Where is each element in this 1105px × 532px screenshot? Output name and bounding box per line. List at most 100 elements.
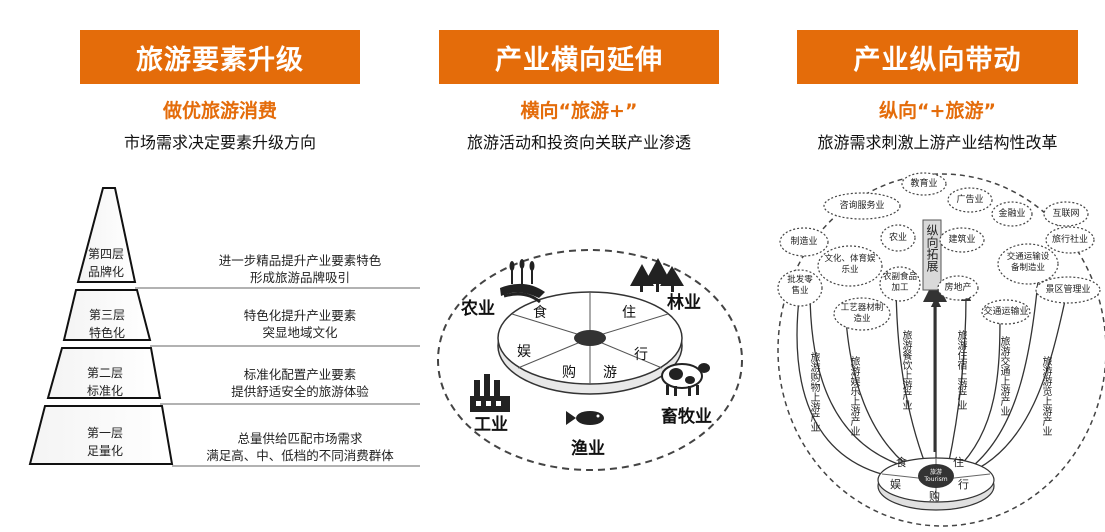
cloud-construction: [939, 227, 985, 253]
wheel-segment-stay: 住: [622, 305, 636, 321]
forest-icon: [630, 258, 684, 292]
cloud-label-agriculture: 农业: [888, 233, 907, 243]
cloud-label-advertising: 广告业: [956, 195, 984, 205]
tree-branch: [794, 284, 915, 481]
industry-agriculture: 农业: [461, 299, 495, 319]
branch-label-entertainment: 旅游娱乐上游产业: [848, 356, 859, 436]
cloud-scenic-management: [1035, 276, 1101, 304]
banner-horizontal-extension: 产业横向延伸: [439, 30, 719, 84]
pyramid-level-1-desc: 总量供给匹配市场需求满足高、中、低档的不同消费群体: [206, 431, 394, 463]
tree-trunk-label-box: [922, 219, 942, 291]
root-label-shop: 购: [929, 490, 940, 503]
cloud-label-culture-sports: 文化、体育娱乐业: [824, 254, 876, 275]
cloud-retail: [777, 269, 823, 307]
cloud-education: [901, 172, 947, 196]
cloud-label-transport: 交通运输业: [983, 307, 1029, 317]
industry-manufacturing: 工业: [474, 415, 508, 435]
cloud-food-processing: [879, 266, 921, 302]
industry-forestry: 林业: [667, 293, 701, 313]
industry-wheel-diagram: [437, 249, 743, 471]
tree-branch: [955, 310, 1006, 471]
tree-trunk-label: 纵向拓展: [925, 224, 939, 272]
tree-outer-ellipse: [777, 173, 1105, 527]
cloud-label-food-processing: 农副食品加工: [882, 272, 917, 293]
cloud-label-retail: 批发零售业: [787, 275, 813, 296]
cloud-internet: [1043, 201, 1089, 227]
outer-dashed-ellipse: [437, 249, 743, 471]
cloud-label-real-estate: 房地产: [944, 283, 972, 293]
wheel-segment-eat: 食: [533, 305, 547, 321]
industry-fishery: 渔业: [571, 439, 605, 459]
cloud-travel-agency: [1045, 226, 1095, 254]
description-upstream-reform: 旅游需求刺激上游产业结构性改革: [817, 133, 1058, 152]
branch-label-shopping: 旅游购物上游产业: [808, 352, 819, 432]
branch-label-transportation: 旅游交通上游产业: [998, 336, 1009, 416]
cow-icon: [661, 363, 710, 396]
subtitle-horizontal-plus: 横向“旅游+”: [520, 100, 638, 122]
cloud-label-travel-agency: 旅行社业: [1051, 235, 1088, 245]
cloud-manufacturing: [779, 227, 829, 257]
cloud-label-transport-equipment: 交通运输设备制造业: [1006, 252, 1050, 273]
tree-branch: [967, 254, 1045, 471]
branch-label-catering: 旅游餐饮上游产业: [900, 330, 911, 410]
pyramid-tier-1: [28, 405, 174, 465]
tree-branch: [963, 290, 1070, 476]
banner-vertical-driving: 产业纵向带动: [797, 30, 1078, 84]
description-market-demand: 市场需求决定要素升级方向: [123, 133, 316, 152]
banner-tourism-upgrade: 旅游要素升级: [80, 30, 360, 84]
pyramid-level-3-label: 第三层特色化: [88, 308, 125, 340]
root-label-entertain: 娱: [890, 478, 901, 491]
wheel-segment-travel: 行: [634, 347, 648, 363]
cloud-transport: [981, 299, 1031, 325]
pyramid-level-2-desc: 标准化配置产业要素提供舒适安全的旅游体验: [231, 367, 369, 399]
branch-label-accommodation: 旅游住宿上游产业: [955, 330, 966, 410]
tree-branch: [890, 272, 927, 467]
root-label-eat: 食: [896, 456, 907, 469]
wheel-segment-shop: 购: [562, 365, 576, 381]
cloud-craft-manufacturing: [833, 297, 891, 331]
cloud-agriculture: [880, 224, 916, 252]
root-label-stay: 住: [953, 456, 964, 469]
pyramid-tier-2: [46, 347, 162, 399]
cloud-finance: [991, 201, 1033, 227]
pyramid-level-3-desc: 特色化提升产业要素突显地域文化: [243, 308, 357, 340]
pyramid-diagram: [28, 187, 420, 467]
cloud-label-internet: 互联网: [1052, 209, 1080, 219]
wheel-segment-entertain: 娱: [517, 344, 531, 360]
pyramid-level-4-desc: 进一步精品提升产业要素特色形成旅游品牌吸引: [218, 253, 382, 285]
tree-branch: [947, 290, 972, 467]
subtitle-vertical-plus: 纵向“+旅游”: [879, 100, 996, 122]
cloud-culture-sports: [817, 245, 883, 287]
factory-icon: [470, 374, 510, 412]
tree-branch: [841, 314, 921, 476]
cloud-label-consulting: 咨询服务业: [839, 201, 885, 211]
cloud-advertising: [947, 187, 993, 213]
description-investment-penetration: 旅游活动和投资向关联产业渗透: [466, 133, 691, 152]
industry-tree-diagram: [777, 172, 1105, 527]
pyramid-level-2-label: 第二层标准化: [86, 366, 123, 398]
branch-label-sightseeing: 旅游游览上游产业: [1040, 356, 1051, 436]
root-logo-text: 旅游 Tourism: [924, 469, 948, 483]
wheel-hub: [574, 330, 606, 346]
cloud-label-education: 教育业: [910, 179, 938, 189]
cloud-consulting: [823, 192, 901, 220]
cloud-label-craft-manufacturing: 工艺器材制造业: [840, 303, 884, 324]
pyramid-level-4-label: 第四层品牌化: [87, 247, 124, 279]
industry-animal-husbandry: 畜牧业: [661, 407, 712, 427]
cloud-label-manufacturing: 制造业: [790, 237, 818, 247]
wheel-segment-tour: 游: [603, 365, 617, 381]
root-logo-center: [918, 464, 954, 488]
fish-icon: [566, 411, 604, 425]
cloud-label-scenic-management: 景区管理业: [1045, 285, 1091, 295]
cloud-label-finance: 金融业: [998, 209, 1026, 219]
pyramid-level-1-label: 第一层足量化: [86, 426, 123, 458]
root-label-travel: 行: [958, 478, 969, 491]
cloud-transport-equipment: [997, 243, 1059, 285]
cloud-label-construction: 建筑业: [948, 235, 976, 245]
subtitle-optimize-consumption: 做优旅游消费: [162, 100, 277, 122]
pyramid-tier-3: [62, 289, 152, 341]
pyramid-tier-4: [76, 187, 137, 283]
farmland-icon: [500, 259, 545, 304]
cloud-real-estate: [937, 275, 979, 301]
tree-branch: [804, 284, 919, 471]
